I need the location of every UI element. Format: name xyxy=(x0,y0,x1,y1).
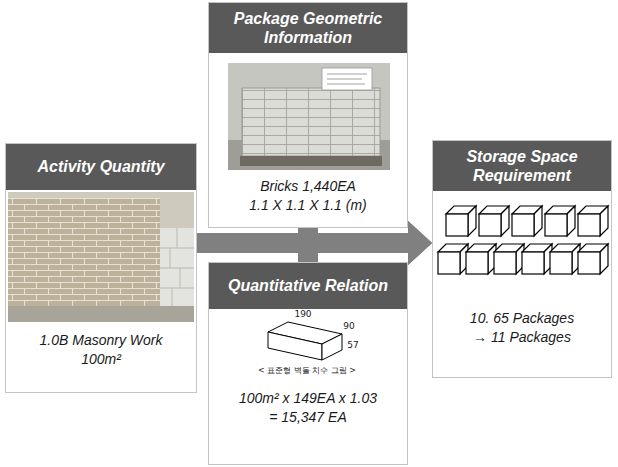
brick-wall-photo xyxy=(8,192,194,322)
panel-heading: Package Geometric Information xyxy=(209,3,407,53)
panel-box: Package Geometric InformationBricks 1,44… xyxy=(208,2,408,228)
panel-body: Bricks 1,440EA1.1 X 1.1 X 1.1 (m) xyxy=(209,177,407,215)
panel-heading: Activity Quantity xyxy=(6,144,196,190)
panel-heading: Storage Space Requirement xyxy=(433,141,611,191)
panel-body: 1.0B Masonry Work 100m² xyxy=(6,331,196,369)
dimension-label: 190 xyxy=(294,310,311,320)
panel-heading: Quantitative Relation xyxy=(209,263,407,309)
dimension-label: 90 xyxy=(343,322,354,332)
panel-box: Activity Quantity 1.0B Masonry Work 100m² xyxy=(5,143,197,393)
panel-value: 100m² x 149EA x 1.03 = 15,347 EA xyxy=(236,389,380,427)
flow-arrow xyxy=(308,243,412,262)
dimension-label: 57 xyxy=(347,341,358,351)
package-cubes xyxy=(438,206,608,274)
panel-body: 100m² x 149EA x 1.03 = 15,347 EA xyxy=(209,389,407,427)
brick-pallet-photo xyxy=(228,63,390,170)
panel-body: 10. 65 Packages → 11 Packages xyxy=(433,309,611,347)
panel-value: 1.0B Masonry Work 100m² xyxy=(36,331,166,369)
panel-value: 10. 65 Packages → 11 Packages xyxy=(465,309,580,347)
panel-box: Storage Space Requirement 10. 65 Packages… xyxy=(432,140,612,378)
panel-box: Quantitative Relation 100m² x 149EA x 1.0… xyxy=(208,262,408,465)
panel-value: 1.1 X 1.1 X 1.1 (m) xyxy=(213,196,403,215)
figure-caption: < 표준형 벽돌 치수 그림 > xyxy=(258,367,356,376)
panel-value: Bricks 1,440EA xyxy=(213,177,403,196)
brick-dimension-figure xyxy=(268,322,342,360)
